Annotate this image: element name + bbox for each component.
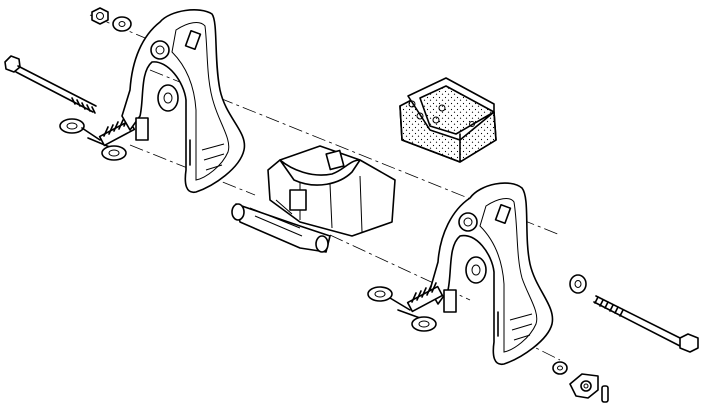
spacer-block xyxy=(399,77,497,163)
cotter-pin xyxy=(601,385,609,403)
nut-top xyxy=(91,7,109,25)
lock-clip xyxy=(569,373,599,399)
swivel-bracket-left xyxy=(121,9,246,194)
bolt-left xyxy=(4,55,97,114)
clamp-screw-left xyxy=(59,116,136,161)
center-mount-block xyxy=(231,145,396,253)
swivel-bracket-right xyxy=(429,182,554,366)
nut-bottom xyxy=(552,361,568,375)
bolt-right xyxy=(593,295,699,353)
washer-right xyxy=(569,274,587,294)
clamp-screw-right xyxy=(367,282,444,332)
washer-top xyxy=(112,16,132,32)
